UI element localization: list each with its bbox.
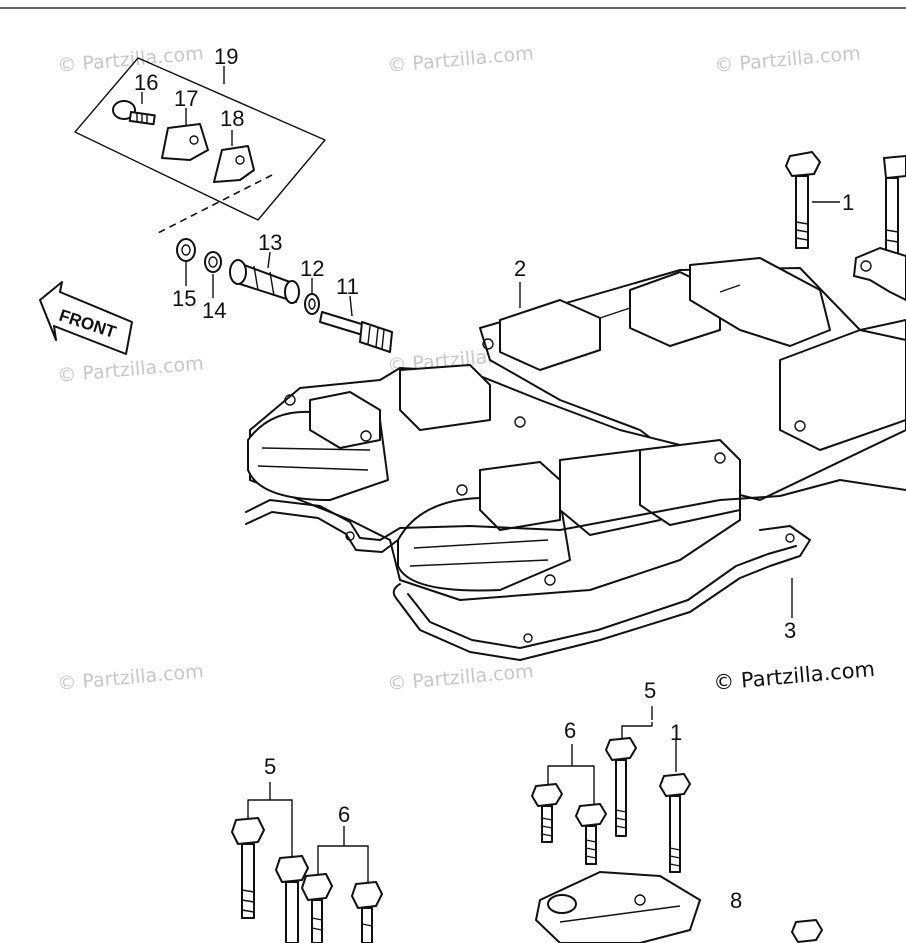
part-15-oil-seal — [176, 238, 196, 262]
part-17-plate — [161, 123, 209, 161]
watermark: © Partzilla.com — [387, 660, 535, 695]
callout-19: 19 — [214, 44, 238, 69]
callout-17: 17 — [174, 86, 198, 111]
watermark: © Partzilla.com — [387, 42, 535, 77]
callout-5-left: 5 — [264, 754, 276, 779]
callout-8: 8 — [730, 888, 742, 913]
callout-13: 13 — [258, 230, 282, 255]
part-8-plate — [535, 871, 701, 943]
part-18-plate — [213, 145, 255, 183]
part-16-bolt — [112, 100, 156, 126]
callout-6-mid: 6 — [564, 718, 576, 743]
callout-18: 18 — [220, 106, 244, 131]
part-nut-bottom-right — [791, 919, 823, 943]
part-5-bolt-left-b — [275, 855, 309, 943]
part-6-bolt-mid-a — [531, 783, 563, 843]
part-1-bolt-mid — [659, 740, 691, 873]
part-1-bolt-top — [785, 151, 840, 249]
part-5-bolt-mid — [605, 737, 637, 837]
callout-12: 12 — [300, 256, 324, 281]
callout-3: 3 — [784, 618, 796, 643]
callout-11: 11 — [336, 274, 359, 299]
part-right-bolt — [883, 155, 906, 259]
part-6-bolt-mid-b — [575, 803, 607, 865]
part-14-o-ring — [204, 251, 222, 273]
front-arrow-icon: FRONT — [39, 281, 133, 355]
leader-6-mid — [547, 765, 595, 804]
leader-6-left — [317, 845, 369, 884]
part-2-head-cover — [247, 257, 906, 601]
callout-5-mid: 5 — [644, 678, 656, 703]
callout-6-left: 6 — [338, 802, 350, 827]
watermark: © Partzilla.com — [57, 352, 205, 387]
callout-15: 15 — [172, 286, 196, 311]
tach-drive-group — [176, 238, 393, 353]
part-12-o-ring — [304, 293, 320, 315]
watermark: © Partzilla.com — [57, 42, 205, 77]
watermark: © Partzilla.com — [57, 660, 205, 695]
kit-19-outline — [74, 57, 326, 221]
part-11-gear-shaft — [319, 311, 393, 353]
part-5-bolt-left-a — [231, 817, 265, 919]
callouts: 19 16 17 18 13 12 11 15 14 2 1 3 5 6 1 5… — [134, 44, 854, 913]
part-3-gasket — [245, 479, 906, 661]
callout-2: 2 — [514, 256, 526, 281]
part-kit-19 — [74, 57, 326, 234]
callout-16: 16 — [134, 70, 158, 95]
part-13-housing — [229, 259, 300, 304]
leader-5-mid — [621, 722, 653, 738]
callout-1-mid: 1 — [670, 720, 682, 745]
callout-1: 1 — [842, 190, 854, 215]
watermark: © Partzilla.com — [714, 42, 862, 77]
part-6-bolt-left-b — [351, 881, 383, 943]
part-6-bolt-left-a — [301, 873, 333, 943]
callout-14: 14 — [202, 298, 226, 323]
partzilla-credit: © Partzilla.com — [712, 657, 876, 695]
part-bracket — [853, 247, 906, 301]
